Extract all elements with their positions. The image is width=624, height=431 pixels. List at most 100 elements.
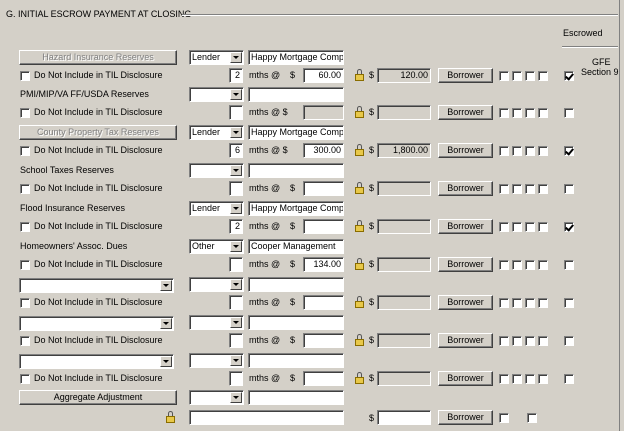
escrowed-checkbox[interactable] <box>564 336 574 346</box>
amount-field[interactable] <box>303 295 344 310</box>
lock-icon[interactable] <box>354 296 365 308</box>
fee-option-checkbox-1[interactable] <box>499 222 509 232</box>
payee-field[interactable]: Cooper Management <box>248 239 344 254</box>
escrowed-checkbox[interactable] <box>564 374 574 384</box>
fee-option-checkbox-3[interactable] <box>525 71 535 81</box>
escrowed-checkbox[interactable] <box>564 71 574 81</box>
fee-option-checkbox-4[interactable] <box>538 374 548 384</box>
do-not-include-checkbox[interactable] <box>20 336 30 346</box>
amount-field[interactable]: 300.00 <box>303 143 344 158</box>
amount-field[interactable] <box>303 181 344 196</box>
chevron-down-icon[interactable] <box>230 165 242 176</box>
borrower-button[interactable]: Borrower <box>438 219 493 234</box>
escrowed-checkbox[interactable] <box>564 298 574 308</box>
fee-option-checkbox-2[interactable] <box>512 71 522 81</box>
fee-option-checkbox-4[interactable] <box>538 71 548 81</box>
amount-field[interactable] <box>303 371 344 386</box>
payee-field[interactable] <box>248 163 344 178</box>
chevron-down-icon[interactable] <box>160 356 172 367</box>
chevron-down-icon[interactable] <box>230 52 242 63</box>
borrower-button[interactable]: Borrower <box>438 68 493 83</box>
paid-by-select[interactable] <box>189 315 244 330</box>
custom-fee-name-select[interactable] <box>19 316 174 331</box>
borrower-button[interactable]: Borrower <box>438 181 493 196</box>
months-field[interactable] <box>229 257 243 272</box>
lock-icon[interactable] <box>354 372 365 384</box>
aggregate-adjustment-button[interactable]: Aggregate Adjustment <box>19 390 177 405</box>
fee-option-checkbox-4[interactable] <box>538 298 548 308</box>
payee-field[interactable] <box>248 87 344 102</box>
paid-by-select[interactable]: Lender <box>189 50 244 65</box>
fee-option-checkbox-1[interactable] <box>499 184 509 194</box>
amount-field[interactable]: 134.00 <box>303 257 344 272</box>
fee-option-checkbox-2[interactable] <box>512 260 522 270</box>
chevron-down-icon[interactable] <box>230 241 242 252</box>
fee-option-checkbox-1[interactable] <box>499 146 509 156</box>
lock-icon[interactable] <box>354 106 365 118</box>
do-not-include-checkbox[interactable] <box>20 298 30 308</box>
months-field[interactable] <box>229 295 243 310</box>
fee-option-checkbox-4[interactable] <box>538 184 548 194</box>
fee-option-checkbox-3[interactable] <box>525 108 535 118</box>
paid-by-select[interactable] <box>189 277 244 292</box>
do-not-include-checkbox[interactable] <box>20 146 30 156</box>
aggregate-checkbox-1[interactable] <box>499 413 509 423</box>
chevron-down-icon[interactable] <box>230 392 242 403</box>
do-not-include-checkbox[interactable] <box>20 260 30 270</box>
aggregate-borrower-button[interactable]: Borrower <box>438 410 493 425</box>
fee-option-checkbox-1[interactable] <box>499 108 509 118</box>
payee-field[interactable] <box>248 353 344 368</box>
borrower-button[interactable]: Borrower <box>438 257 493 272</box>
fee-option-checkbox-3[interactable] <box>525 260 535 270</box>
chevron-down-icon[interactable] <box>230 127 242 138</box>
fee-option-checkbox-3[interactable] <box>525 374 535 384</box>
chevron-down-icon[interactable] <box>230 317 242 328</box>
lock-icon[interactable] <box>354 334 365 346</box>
amount-field[interactable]: 60.00 <box>303 68 344 83</box>
fee-option-checkbox-2[interactable] <box>512 336 522 346</box>
payee-field[interactable]: Happy Mortgage Compar <box>248 201 344 216</box>
fee-option-checkbox-3[interactable] <box>525 336 535 346</box>
months-field[interactable] <box>229 105 243 120</box>
paid-by-select[interactable] <box>189 353 244 368</box>
fee-option-checkbox-2[interactable] <box>512 184 522 194</box>
fee-option-checkbox-3[interactable] <box>525 184 535 194</box>
fee-option-checkbox-1[interactable] <box>499 260 509 270</box>
fee-option-checkbox-1[interactable] <box>499 374 509 384</box>
fee-option-checkbox-4[interactable] <box>538 336 548 346</box>
lock-icon[interactable] <box>354 144 365 156</box>
lock-icon[interactable] <box>354 69 365 81</box>
paid-by-select[interactable] <box>189 87 244 102</box>
fee-option-checkbox-1[interactable] <box>499 336 509 346</box>
chevron-down-icon[interactable] <box>230 355 242 366</box>
custom-fee-name-select[interactable] <box>19 354 174 369</box>
aggregate-paid-by-select[interactable] <box>189 390 244 405</box>
chevron-down-icon[interactable] <box>160 280 172 291</box>
fee-option-checkbox-1[interactable] <box>499 298 509 308</box>
escrowed-checkbox[interactable] <box>564 108 574 118</box>
borrower-button[interactable]: Borrower <box>438 295 493 310</box>
paid-by-select[interactable]: Lender <box>189 201 244 216</box>
months-field[interactable] <box>229 181 243 196</box>
amount-field[interactable] <box>303 105 344 120</box>
fee-name-button[interactable]: County Property Tax Reserves <box>19 125 177 140</box>
do-not-include-checkbox[interactable] <box>20 108 30 118</box>
do-not-include-checkbox[interactable] <box>20 71 30 81</box>
do-not-include-checkbox[interactable] <box>20 222 30 232</box>
lock-icon[interactable] <box>354 220 365 232</box>
fee-option-checkbox-4[interactable] <box>538 222 548 232</box>
fee-option-checkbox-3[interactable] <box>525 298 535 308</box>
escrowed-checkbox[interactable] <box>564 184 574 194</box>
borrower-button[interactable]: Borrower <box>438 105 493 120</box>
borrower-button[interactable]: Borrower <box>438 143 493 158</box>
fee-option-checkbox-4[interactable] <box>538 146 548 156</box>
paid-by-select[interactable] <box>189 163 244 178</box>
fee-name-button[interactable]: Hazard Insurance Reserves <box>19 50 177 65</box>
custom-fee-name-select[interactable] <box>19 278 174 293</box>
amount-field[interactable] <box>303 219 344 234</box>
chevron-down-icon[interactable] <box>230 279 242 290</box>
fee-option-checkbox-2[interactable] <box>512 222 522 232</box>
paid-by-select[interactable]: Other <box>189 239 244 254</box>
fee-option-checkbox-2[interactable] <box>512 298 522 308</box>
months-field[interactable] <box>229 371 243 386</box>
